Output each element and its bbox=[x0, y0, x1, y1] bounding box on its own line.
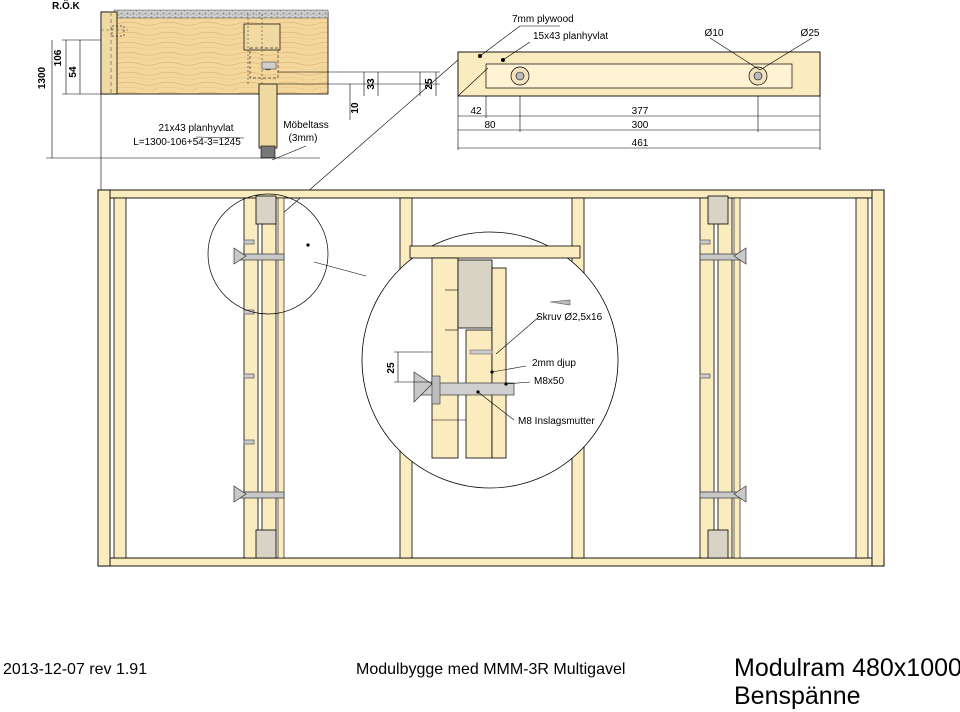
zoom-leaders bbox=[477, 315, 541, 421]
dim-377: 377 bbox=[632, 106, 649, 117]
author-label: R.Ö.K bbox=[52, 0, 81, 12]
dim-106: 106 bbox=[53, 49, 64, 66]
foot-label-1: Möbeltass bbox=[283, 120, 329, 131]
dia-small-label: Ø10 bbox=[705, 28, 724, 39]
nut-label: M8 Inslagsmutter bbox=[518, 416, 595, 427]
planhyvlat-label: 15x43 planhyvlat bbox=[533, 31, 608, 42]
footer-title: Modulram 480x1000 bbox=[734, 654, 960, 682]
dim-42: 42 bbox=[470, 106, 482, 117]
footer-project: Modulbygge med MMM-3R Multigavel bbox=[356, 661, 626, 678]
top-left-dimensions bbox=[46, 39, 440, 190]
leg-post bbox=[258, 83, 278, 149]
screw-label: Skruv Ø2,5x16 bbox=[536, 312, 603, 323]
dim-300: 300 bbox=[632, 120, 649, 131]
top-right-dimensions bbox=[457, 25, 821, 150]
leg-block bbox=[243, 23, 281, 51]
dim-461: 461 bbox=[632, 138, 649, 149]
leg-label-1: 21x43 planhyvlat bbox=[158, 123, 233, 134]
dim-25-top: 25 bbox=[424, 78, 435, 90]
zoom-detail bbox=[361, 231, 619, 489]
zoom-dim-25: 25 bbox=[386, 362, 397, 374]
dim-10: 10 bbox=[350, 102, 361, 114]
magnifier-source bbox=[207, 193, 329, 315]
dim-80: 80 bbox=[484, 120, 496, 131]
gravel-strip bbox=[113, 9, 329, 19]
dia-large-label: Ø25 bbox=[801, 28, 820, 39]
leg-label-2: L=1300-106+54-3=1245 bbox=[133, 137, 241, 148]
footer-date-rev: 2013-12-07 rev 1.91 bbox=[3, 661, 148, 678]
top-side-section bbox=[100, 9, 329, 159]
furniture-foot bbox=[260, 145, 276, 159]
side-board bbox=[100, 11, 329, 95]
leader-lines bbox=[195, 59, 459, 277]
dim-1300: 1300 bbox=[37, 66, 48, 89]
top-end-section bbox=[457, 51, 821, 97]
depth-label: 2mm djup bbox=[532, 358, 576, 369]
dim-33: 33 bbox=[366, 78, 377, 90]
plywood-label: 7mm plywood bbox=[512, 14, 574, 25]
foot-label-2: (3mm) bbox=[289, 133, 318, 144]
footer-subtitle: Benspänne bbox=[734, 682, 861, 710]
bolt-label: M8x50 bbox=[534, 376, 564, 387]
dim-54: 54 bbox=[68, 66, 79, 78]
end-post bbox=[100, 11, 118, 95]
